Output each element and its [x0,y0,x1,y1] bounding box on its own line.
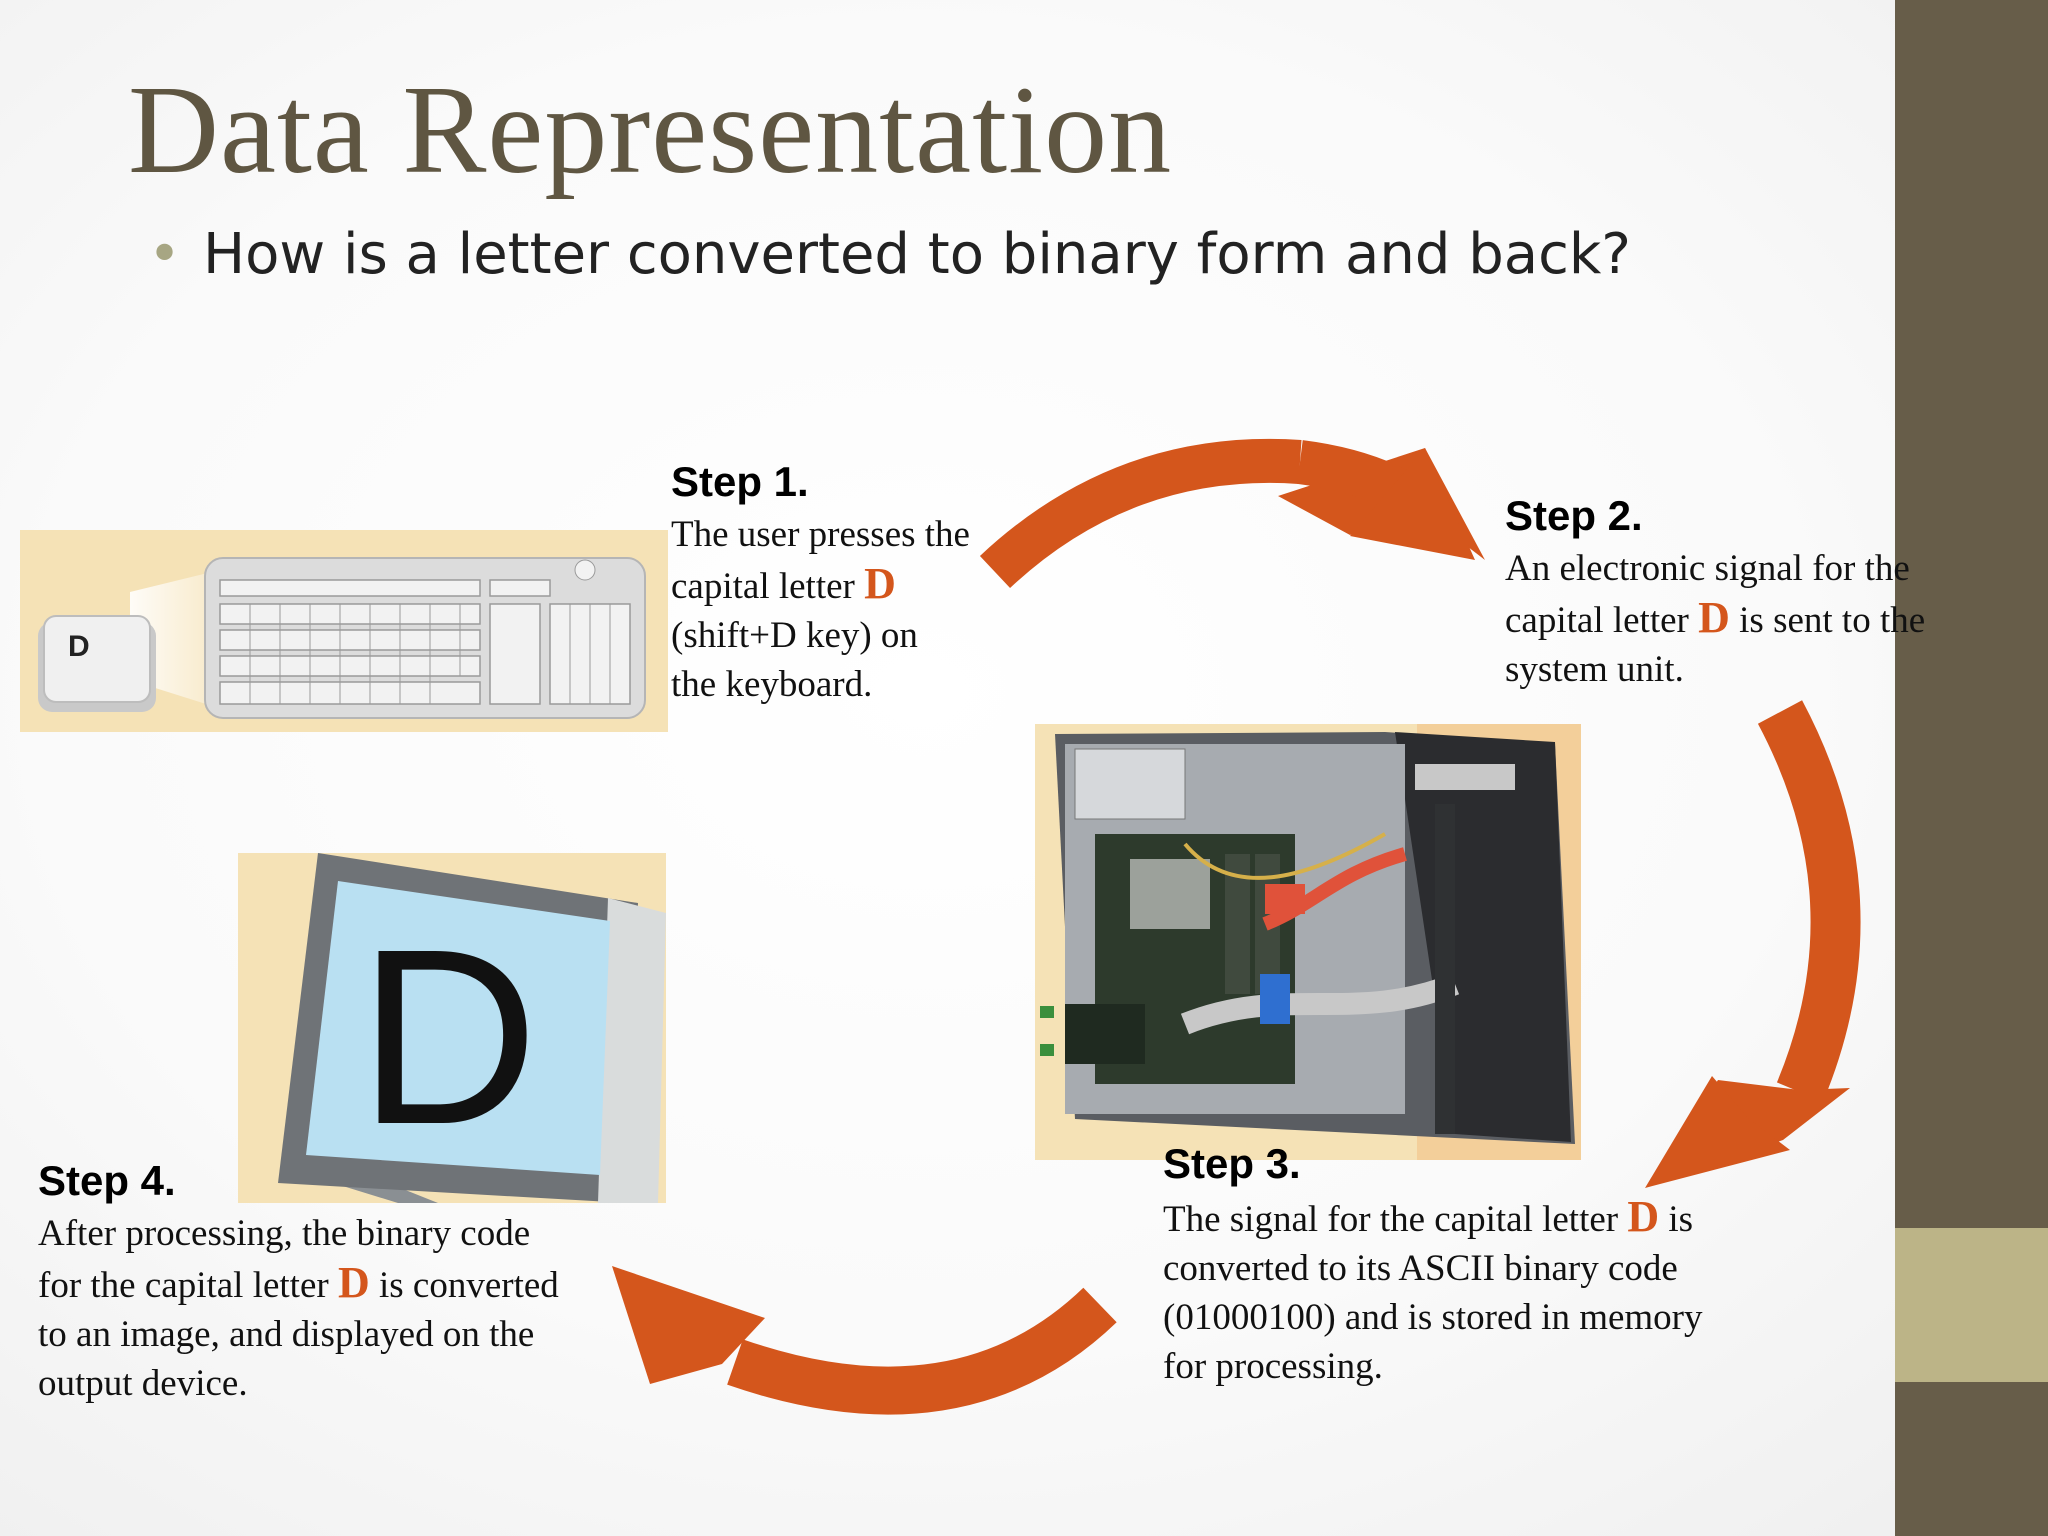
bullet-point: • How is a letter converted to binary for… [148,222,1631,287]
step-4-title: Step 4. [38,1157,176,1204]
step-2: Step 2. An electronic signal for the cap… [1505,492,2005,694]
step-2-title: Step 2. [1505,492,1643,539]
step-1-text-end: (shift+D key) on the keyboard. [671,615,918,705]
step-4-text-start: After processing, the binary code for th… [38,1213,531,1306]
sidebar-accent-block [1895,1228,2048,1382]
step-3-text-start: The signal for the capital letter [1163,1199,1628,1240]
step-4: Step 4. After processing, the binary cod… [38,1157,598,1408]
bullet-text: How is a letter converted to binary form… [203,222,1632,287]
step-1-text-start: The user presses the capital letter [671,514,970,607]
step-2-letter-highlight: D [1698,593,1730,642]
step-3-title: Step 3. [1163,1140,1301,1187]
step-1-title: Step 1. [671,458,809,505]
step-1-text: The user presses the capital letter D (s… [671,510,971,709]
system-unit-image [1035,724,1581,1160]
curved-arrow-icon [979,438,1485,589]
keycap-letter: D [68,630,90,663]
step-4-letter-highlight: D [337,1258,370,1307]
monitor-image: D [238,853,666,1203]
step-4-text: After processing, the binary code for th… [38,1209,568,1408]
monitor-letter: D [358,897,539,1176]
step-2-text: An electronic signal for the capital let… [1505,544,1985,694]
step-3-text-end: is converted to its ASCII binary code (0… [1163,1199,1703,1387]
step-2-text-start: An electronic signal for the capital let… [1505,548,1910,641]
bullet-dot-icon: • [148,222,182,287]
step-1-letter-highlight: D [864,559,896,608]
step-3: Step 3. The signal for the capital lette… [1163,1140,1743,1391]
step-3-text: The signal for the capital letter D is c… [1163,1192,1703,1391]
curved-arrow-icon [1645,700,1861,1188]
step-4-text-end: is converted to an image, and displayed … [38,1265,559,1404]
keyboard-image: D [20,530,668,732]
curved-arrow-icon [612,1266,1117,1415]
step-3-letter-highlight: D [1627,1192,1660,1241]
step-1: Step 1. The user presses the capital let… [671,458,971,709]
step-2-text-end: is sent to the system unit. [1505,600,1926,690]
slide-title: Data Representation [128,61,1173,200]
